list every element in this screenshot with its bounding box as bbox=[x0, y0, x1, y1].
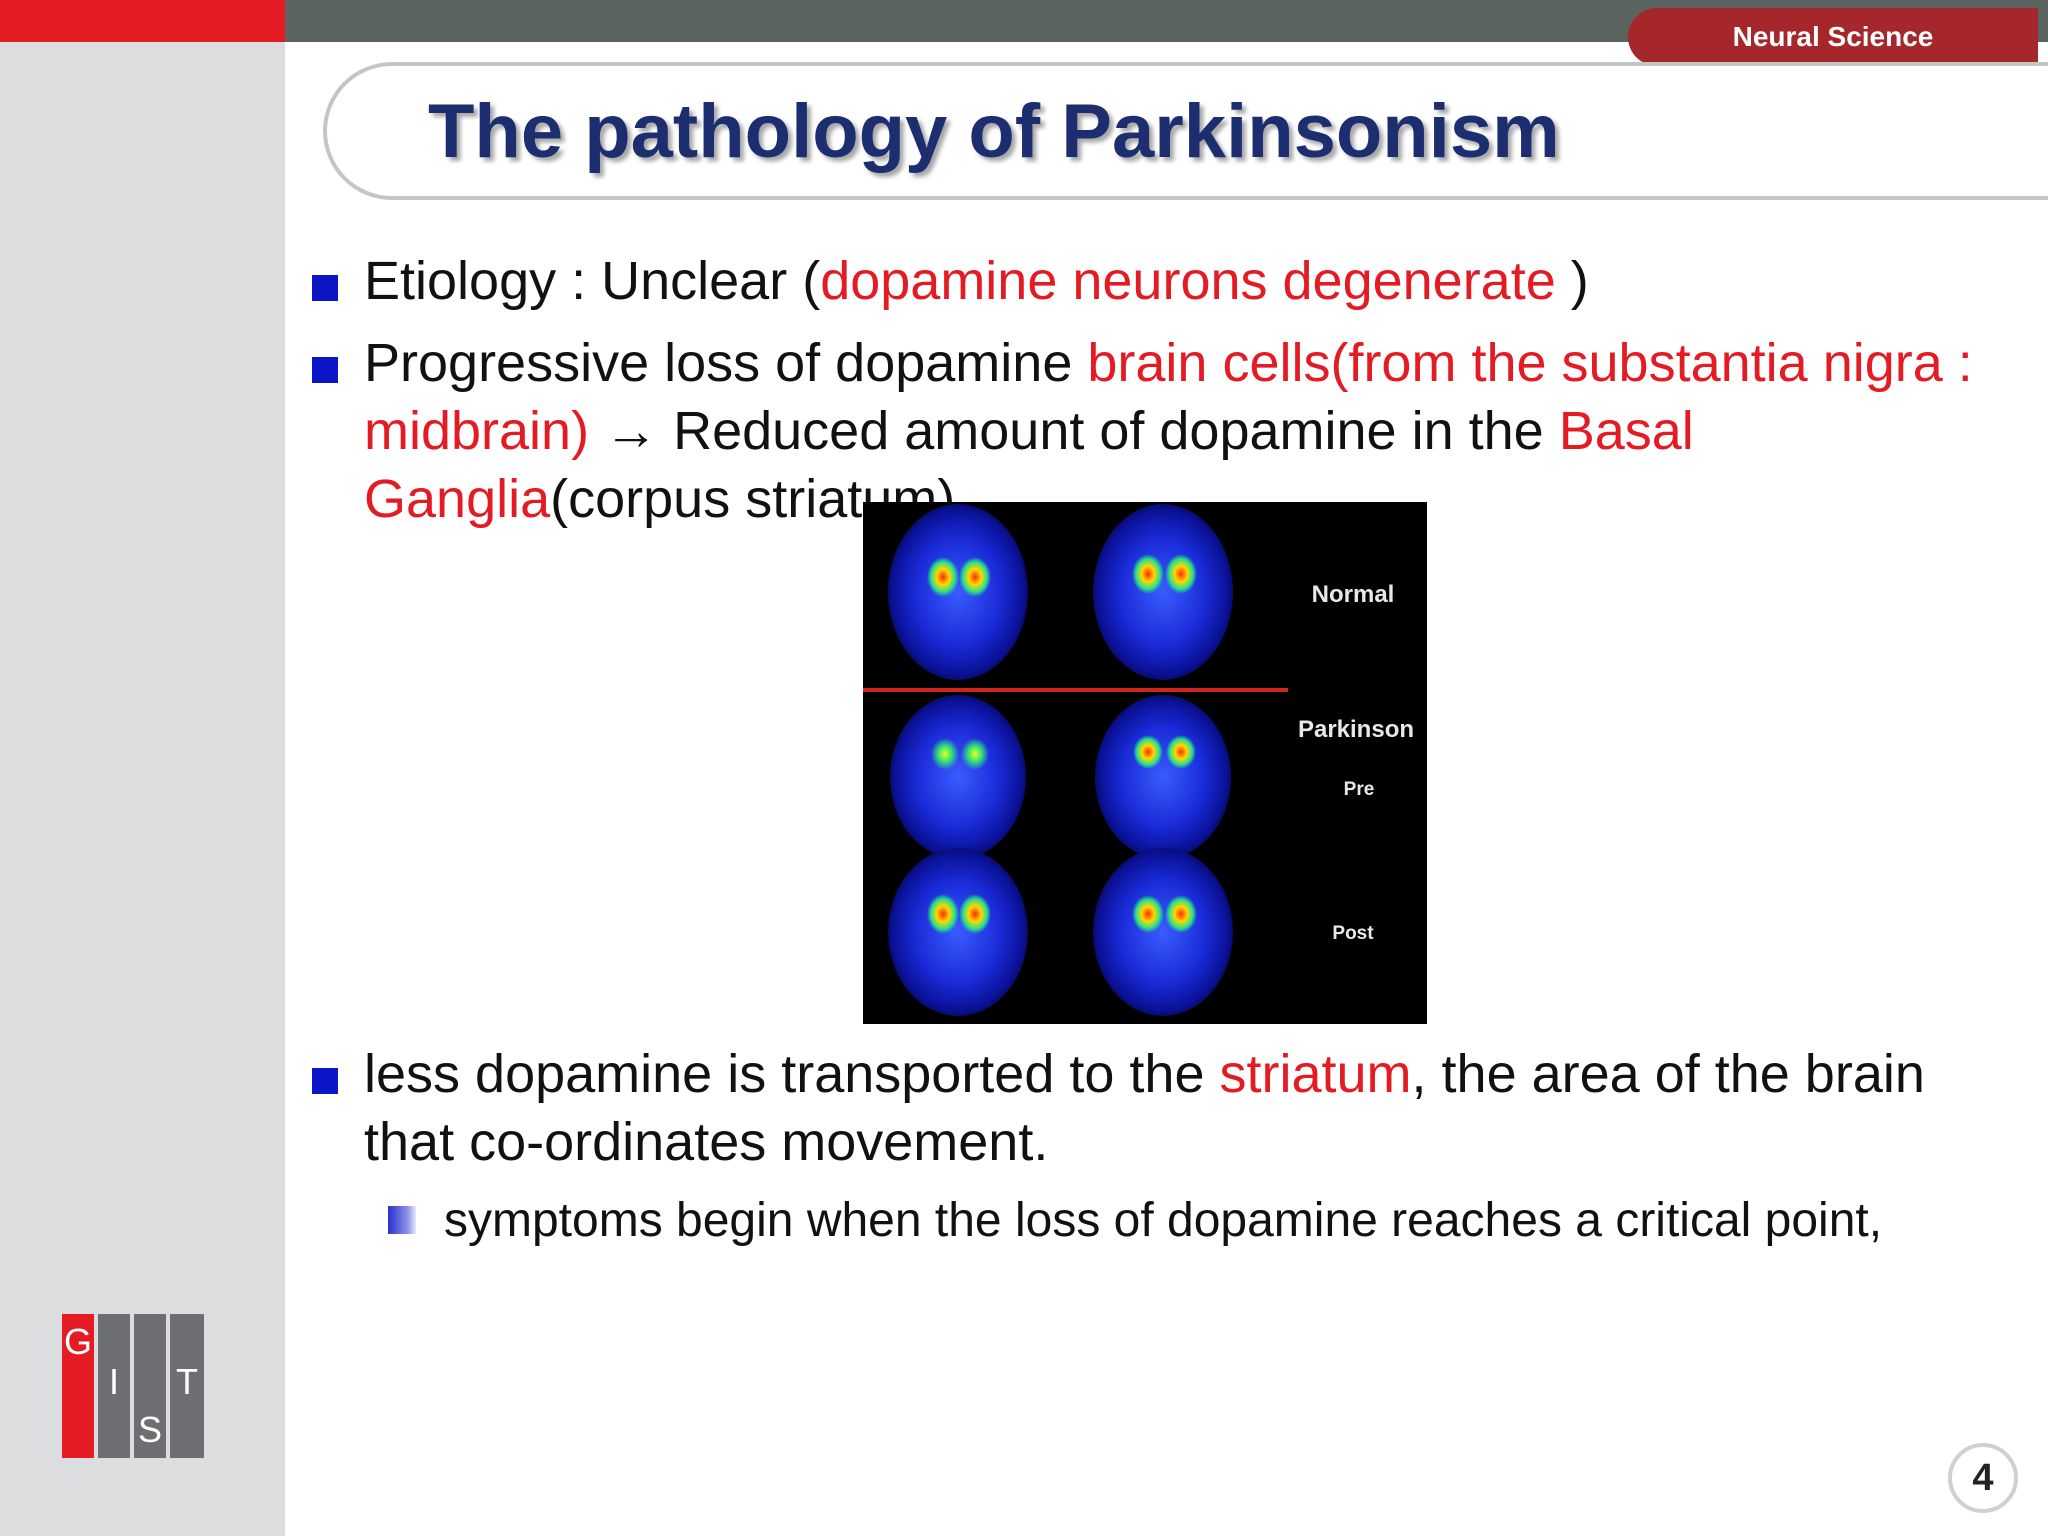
sub-bullet-symptoms: symptoms begin when the loss of dopamine… bbox=[388, 1190, 2028, 1252]
gradient-square-bullet-icon bbox=[388, 1206, 416, 1234]
brain-scan-normal-1 bbox=[888, 504, 1028, 680]
square-bullet-icon bbox=[312, 1068, 338, 1094]
text-run: Etiology : Unclear ( bbox=[364, 251, 821, 311]
text-run: → Reduced amount of dopamine in the bbox=[589, 401, 1559, 461]
brain-scan-pre-2 bbox=[1095, 695, 1231, 859]
highlight-text: dopamine neurons degenerate bbox=[820, 251, 1571, 311]
slide-title: The pathology of Parkinsonism bbox=[428, 89, 1560, 174]
text-run: Progressive loss of dopamine bbox=[364, 333, 1088, 393]
logo-letter-s: S bbox=[138, 1409, 162, 1450]
brain-scan-image: Normal Parkinson Pre Post bbox=[863, 502, 1427, 1024]
highlight-text: brain cells(from the substantia nigra : … bbox=[364, 333, 1973, 461]
label-post: Post bbox=[1332, 923, 1374, 944]
pet-scan-figure: Normal Parkinson Pre Post bbox=[863, 504, 1414, 1016]
highlight-text: striatum bbox=[1219, 1044, 1412, 1104]
label-normal: Normal bbox=[1312, 581, 1395, 608]
brain-scan-post-1 bbox=[888, 848, 1028, 1016]
logo-letter-t: T bbox=[176, 1361, 198, 1402]
text-run: ) bbox=[1570, 251, 1589, 311]
text-run: less dopamine is transported to the bbox=[364, 1044, 1220, 1104]
square-bullet-icon bbox=[312, 275, 338, 301]
brain-scan-post-2 bbox=[1093, 848, 1233, 1016]
bullet-text: Etiology : Unclear (dopamine neurons deg… bbox=[364, 247, 2028, 315]
label-pre: Pre bbox=[1344, 779, 1375, 800]
logo-letter-g: G bbox=[64, 1321, 92, 1362]
label-parkinson: Parkinson bbox=[1298, 716, 1414, 743]
bullet-text: Progressive loss of dopamine brain cells… bbox=[364, 329, 2028, 533]
text-run: , the area of the brain that co-ordinate… bbox=[364, 1044, 1925, 1172]
course-label: Neural Science bbox=[1628, 8, 2038, 66]
left-sidebar bbox=[0, 0, 285, 1536]
logo-letter-i: I bbox=[109, 1361, 119, 1402]
title-frame bbox=[323, 62, 2048, 200]
bullet-striatum: less dopamine is transported to the stri… bbox=[308, 1040, 2028, 1176]
bullet-text: less dopamine is transported to the stri… bbox=[364, 1040, 2028, 1176]
brain-scan-pre-1 bbox=[890, 695, 1026, 859]
top-red-bar bbox=[0, 0, 285, 42]
sub-bullet-text: symptoms begin when the loss of dopamine… bbox=[444, 1194, 1883, 1247]
brain-scan-normal-2 bbox=[1093, 504, 1233, 680]
slide-number: 4 bbox=[1948, 1443, 2018, 1513]
bullet-etiology: Etiology : Unclear (dopamine neurons deg… bbox=[308, 247, 2028, 315]
highlight-text: Basal Ganglia bbox=[364, 401, 1694, 529]
bullet-progressive-loss: Progressive loss of dopamine brain cells… bbox=[308, 329, 2028, 533]
gist-logo: G I S T bbox=[62, 1314, 204, 1458]
square-bullet-icon bbox=[312, 357, 338, 383]
